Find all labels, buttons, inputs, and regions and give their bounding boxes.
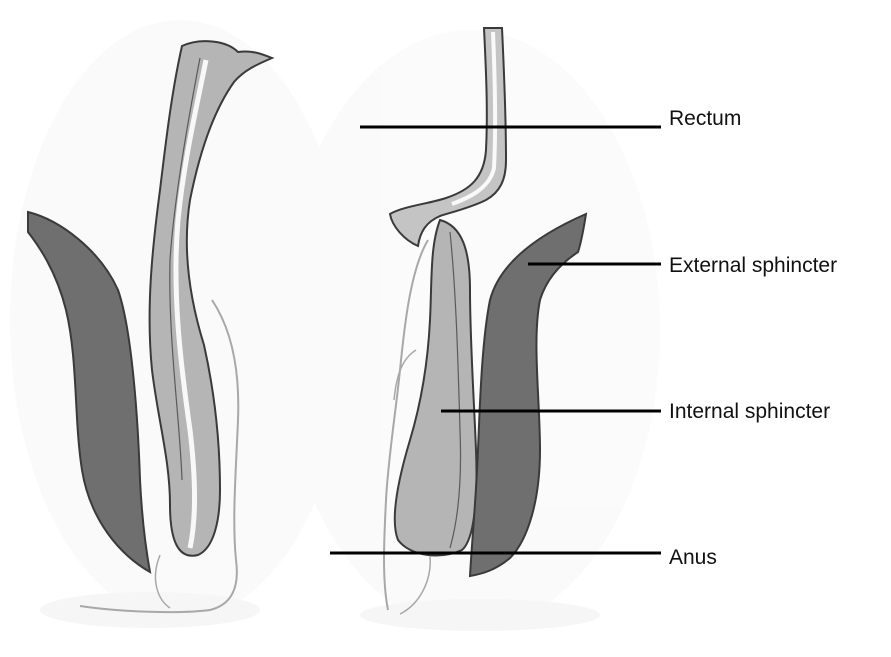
label-internal-sphincter: Internal sphincter (669, 401, 830, 422)
label-rectum: Rectum (669, 108, 741, 129)
label-anus: Anus (669, 547, 717, 568)
label-external-sphincter: External sphincter (669, 255, 837, 276)
